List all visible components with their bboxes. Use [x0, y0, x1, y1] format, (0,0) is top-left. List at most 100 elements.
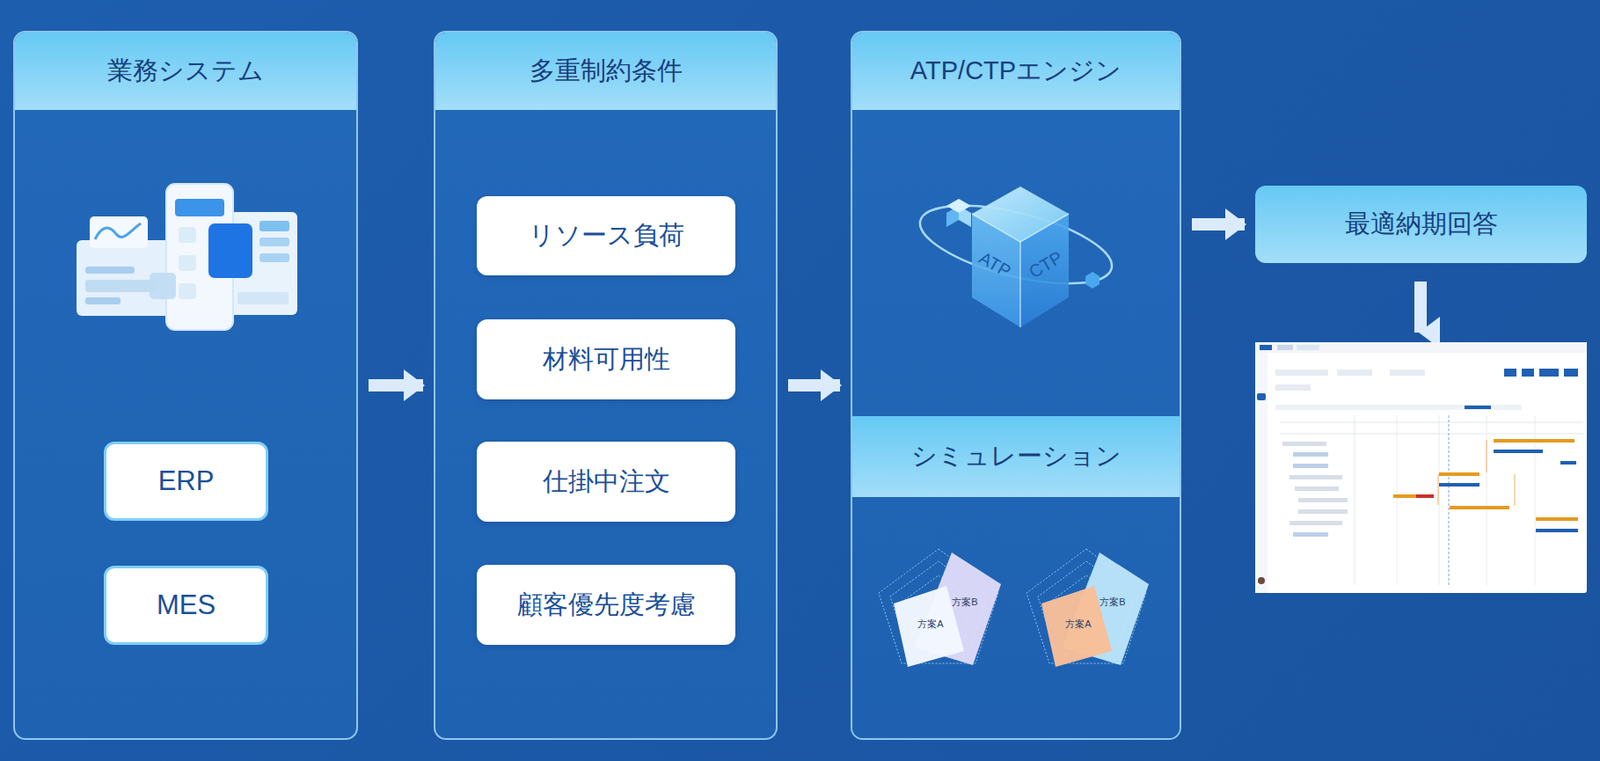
app-illustration: [85, 297, 121, 305]
gantt-screenshot: [1416, 494, 1434, 498]
constraint-box: 顧客優先度考慮: [476, 564, 736, 645]
radar-chart: [893, 585, 965, 667]
app-illustration: [85, 279, 156, 293]
gantt-screenshot: [1563, 368, 1579, 377]
panel-heading: シミュレーション: [852, 416, 1180, 497]
gantt-screenshot: [1393, 494, 1417, 498]
radar-chart: [878, 548, 1001, 667]
flow-arrow: [788, 379, 841, 392]
gantt-screenshot: [1293, 463, 1329, 468]
app-illustration: [178, 283, 197, 300]
engine-cube: [946, 198, 972, 213]
gantt-screenshot: [1448, 415, 1450, 585]
gantt-screenshot: [1282, 441, 1327, 446]
gantt-screenshot: [1396, 415, 1398, 585]
node-label: MES: [156, 589, 216, 622]
engine-panel: ATP/CTPエンジンシミュレーション: [850, 30, 1182, 740]
constraint-box: 仕掛中注文: [476, 441, 736, 522]
app-illustration: [94, 223, 141, 240]
gantt-screenshot: [1256, 393, 1266, 401]
app-illustration: [259, 253, 290, 263]
node-label: 仕掛中注文: [542, 464, 671, 500]
app-illustration: [76, 240, 176, 316]
gantt-screenshot: [1439, 415, 1440, 585]
system-box: MES: [103, 565, 269, 645]
gantt-screenshot: [1504, 368, 1517, 377]
panel-heading: 業務システム: [14, 32, 357, 110]
radar-chart: [1026, 548, 1149, 667]
gantt-screenshot: [1298, 509, 1348, 514]
gantt-screenshot: [1279, 433, 1584, 435]
constraint-panel: 多重制約条件リソース負荷材料可用性仕掛中注文顧客優先度考慮: [433, 30, 778, 740]
result-box: 最適納期回答: [1255, 185, 1587, 264]
gantt-screenshot: [1293, 532, 1329, 537]
gantt-screenshot: [1449, 505, 1510, 510]
system-box: ERP: [103, 441, 269, 521]
app-illustration: [85, 266, 135, 274]
panel-heading: ATP/CTPエンジン: [852, 32, 1180, 110]
engine-cube: [1019, 241, 1022, 328]
app-illustration: [76, 183, 298, 330]
app-illustration: [175, 198, 225, 217]
node-label: 最適納期回答: [1344, 206, 1498, 242]
gantt-screenshot: [1279, 422, 1584, 424]
radar-chart: [1041, 585, 1112, 667]
gantt-screenshot: [1259, 344, 1272, 351]
node-label: 材料可用性: [542, 342, 671, 378]
constraint-box: 材料可用性: [476, 319, 736, 400]
gantt-screenshot: [1255, 352, 1268, 593]
gantt-screenshot: [1438, 439, 1515, 506]
gantt-screenshot: [1277, 344, 1294, 351]
app-illustration: [259, 220, 290, 232]
app-illustration: [149, 272, 176, 300]
app-illustration: [259, 237, 290, 247]
gantt-screenshot: [1289, 520, 1343, 526]
app-illustration: [208, 223, 253, 278]
app-illustration: [178, 255, 197, 271]
gantt-screenshot: [1289, 474, 1343, 480]
node-label: リソース負荷: [528, 218, 685, 254]
gantt-screenshot: [1275, 369, 1329, 376]
system-panel: 業務システム ERP MES: [13, 30, 358, 740]
engine-cube: [1085, 271, 1100, 289]
app-illustration: [237, 292, 289, 305]
gantt-screenshot: [1296, 344, 1320, 351]
engine-cube: [971, 213, 1021, 328]
app-illustration: [89, 216, 148, 249]
gantt-screenshot: [1439, 482, 1480, 487]
gantt-screenshot: [1294, 486, 1339, 491]
gantt-screenshot: [1389, 369, 1425, 376]
gantt-screenshot: [1257, 577, 1265, 585]
engine-cube: [913, 186, 1120, 328]
panel-heading: 多重制約条件: [435, 32, 776, 110]
gantt-screenshot: [1255, 342, 1587, 593]
node-label: ERP: [158, 465, 215, 497]
gantt-screenshot: [1275, 384, 1311, 391]
gantt-screenshot: [1535, 517, 1579, 521]
gantt-screenshot: [1255, 342, 1587, 353]
gantt-screenshot: [1560, 460, 1577, 465]
flow-arrow: [1191, 218, 1245, 231]
app-illustration: [178, 226, 197, 243]
gantt-screenshot: [1336, 369, 1373, 376]
flow-arrow: [368, 379, 424, 392]
gantt-screenshot: [1493, 438, 1575, 443]
gantt-screenshot: [1535, 528, 1579, 533]
gantt-screenshot: [1439, 472, 1480, 476]
engine-cube: [971, 213, 1069, 242]
gantt-screenshot: [1298, 497, 1348, 503]
gantt-screenshot: [1293, 452, 1329, 457]
constraint-box: リソース負荷: [476, 196, 736, 276]
gantt-screenshot: [1354, 415, 1356, 585]
gantt-screenshot: [1493, 449, 1543, 453]
gantt-screenshot: [1255, 342, 1587, 593]
gantt-screenshot: [1464, 405, 1491, 410]
flow-arrow: [1414, 281, 1427, 333]
gantt-screenshot: [1275, 404, 1522, 410]
gantt-screenshot: [1539, 368, 1559, 377]
node-label: 顧客優先度考慮: [517, 587, 696, 623]
engine-cube: [1020, 213, 1069, 328]
gantt-screenshot: [1521, 368, 1535, 377]
